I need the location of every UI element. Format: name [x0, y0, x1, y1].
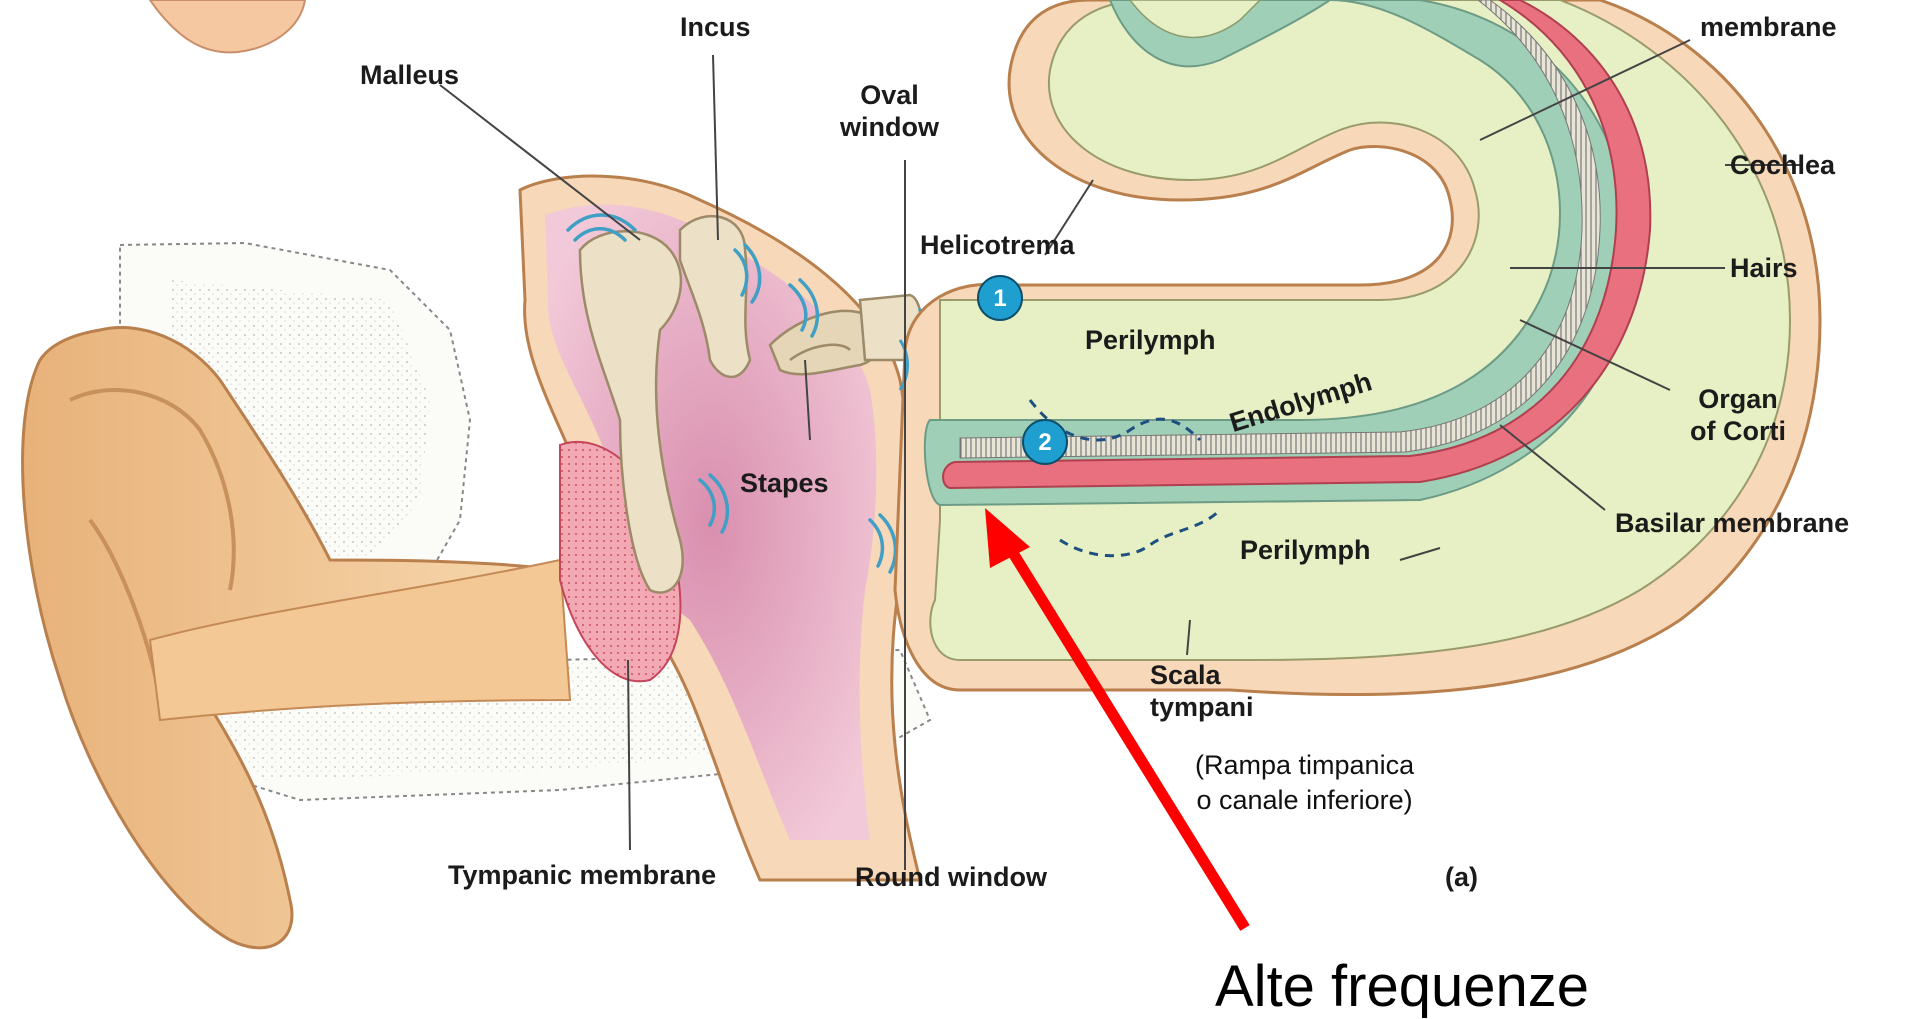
label-hairs: Hairs	[1730, 253, 1798, 285]
label-malleus: Malleus	[360, 60, 459, 92]
label-incus: Incus	[680, 12, 751, 44]
label-cochlea: Cochlea	[1730, 150, 1835, 182]
badge-2-text: 2	[1038, 429, 1051, 456]
label-perilymph-top: Perilymph	[1085, 325, 1216, 357]
label-perilymph-bottom: Perilymph	[1240, 535, 1371, 567]
label-scala-tympani: Scala tympani	[1150, 660, 1254, 724]
label-membrane: membrane	[1700, 12, 1837, 44]
label-organ-of-corti: Organ of Corti	[1690, 384, 1786, 448]
label-basilar-membrane: Basilar membrane	[1615, 508, 1849, 540]
label-helicotrema: Helicotrema	[920, 230, 1075, 262]
badge-2: 2	[1023, 420, 1067, 464]
badge-1: 1	[978, 276, 1022, 320]
annotation-alte-frequenze: Alte frequenze	[1215, 958, 1589, 1016]
label-panel-tag: (a)	[1445, 862, 1478, 894]
annotation-rampa-timpanica: (Rampa timpanica o canale inferiore)	[1195, 748, 1414, 818]
label-oval-window: Oval window	[840, 80, 939, 144]
hand-shape	[150, 0, 305, 52]
badge-1-text: 1	[993, 285, 1006, 312]
label-tympanic-membrane: Tympanic membrane	[448, 860, 716, 892]
label-stapes: Stapes	[740, 468, 829, 500]
label-round-window: Round window	[855, 862, 1047, 894]
